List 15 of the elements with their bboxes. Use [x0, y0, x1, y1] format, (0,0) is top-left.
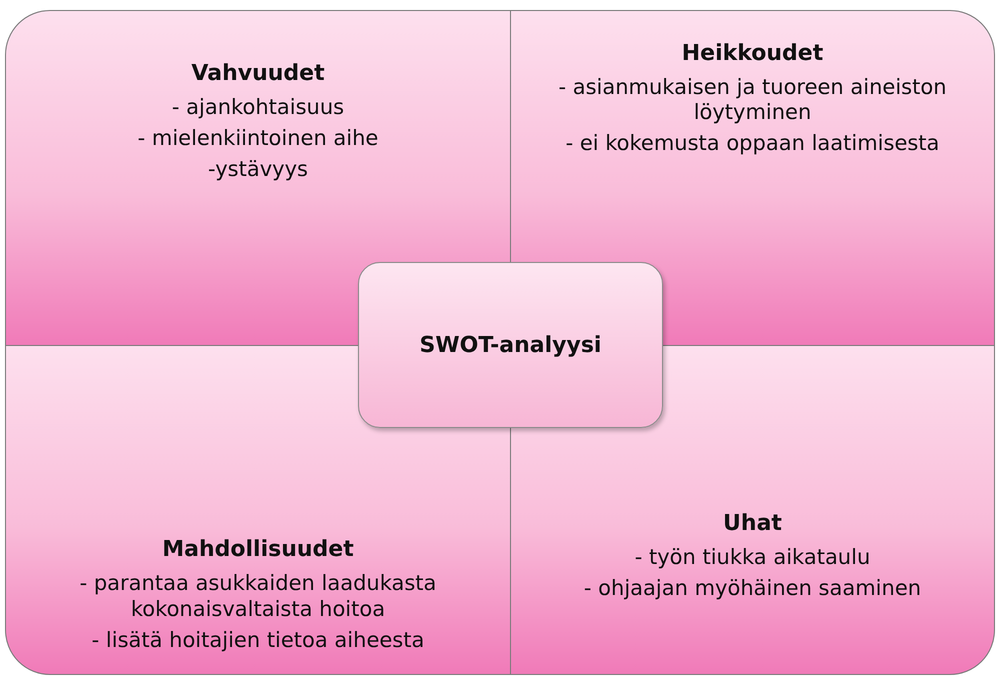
heading: Uhat [723, 510, 782, 536]
bullet-text: - ajankohtaisuus [172, 95, 344, 120]
bullet-text: - ohjaajan myöhäinen saaminen [584, 576, 922, 601]
bullet-text: - ei kokemusta oppaan laatimisesta [566, 131, 940, 157]
bullet-text: - lisätä hoitajien tietoa aiheesta [92, 628, 424, 653]
bullet-text: - parantaa asukkaiden laadukasta kokonaisvaltaista hoitoa [78, 571, 438, 622]
bullet-text: - työn tiukka aikataulu [634, 544, 870, 570]
bullet-text: - asianmukaisen ja tuoreen aineiston löytyminen [557, 75, 948, 126]
heading: Vahvuudet [191, 61, 325, 86]
heading: Heikkoudet [682, 41, 824, 66]
bullet-text: - mielenkiintoinen aihe [138, 126, 378, 152]
bullet-text: -ystävyys [208, 157, 308, 183]
heading: Mahdollisuudet [162, 537, 354, 562]
heading: SWOT-analyysi [420, 332, 602, 358]
center-box [358, 262, 663, 428]
